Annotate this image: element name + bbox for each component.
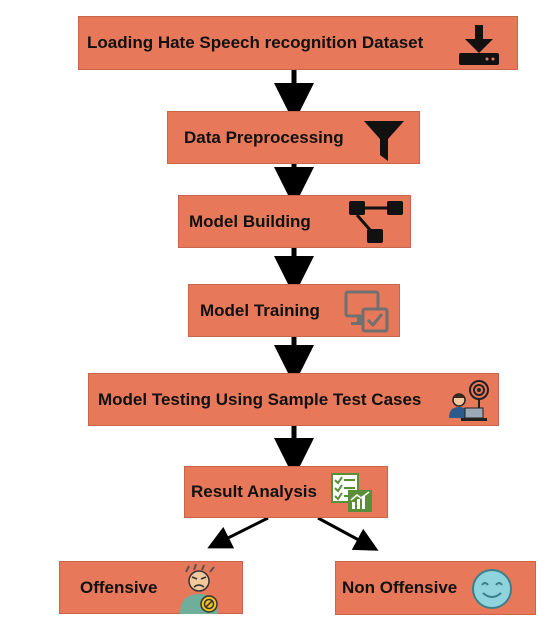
smiley-icon	[472, 569, 512, 609]
step-model-training-label: Model Training	[200, 300, 320, 320]
hierarchy-icon	[349, 201, 403, 243]
step-model-building-label: Model Building	[189, 211, 311, 231]
step-preprocessing-label: Data Preprocessing	[184, 127, 344, 147]
step-result-analysis: Result Analysis	[184, 466, 388, 518]
step-model-testing-label: Model Testing Using Sample Test Cases	[98, 389, 422, 409]
person-laptop-icon	[449, 380, 489, 421]
outcome-non-offensive-label: Non Offensive	[342, 578, 458, 597]
step-result-analysis-label: Result Analysis	[191, 482, 317, 501]
step-model-building: Model Building	[178, 195, 411, 248]
outcome-non-offensive: Non Offensive	[335, 561, 536, 615]
step-load-dataset: Loading Hate Speech recognition Dataset	[78, 16, 518, 70]
step-preprocessing: Data Preprocessing	[167, 111, 420, 164]
funnel-icon	[364, 121, 404, 161]
step-load-dataset-label: Loading Hate Speech recognition Dataset	[87, 33, 424, 52]
download-icon	[459, 25, 499, 65]
outcome-offensive-label: Offensive	[80, 577, 158, 597]
angry-person-icon	[180, 564, 218, 614]
checklist-chart-icon	[331, 473, 372, 512]
arrow-right	[317, 516, 379, 551]
step-model-training: Model Training	[188, 284, 400, 337]
step-model-testing: Model Testing Using Sample Test Cases	[88, 373, 499, 426]
outcome-offensive: Offensive	[59, 561, 243, 614]
monitor-check-icon	[344, 290, 389, 333]
arrow-left	[207, 516, 269, 549]
